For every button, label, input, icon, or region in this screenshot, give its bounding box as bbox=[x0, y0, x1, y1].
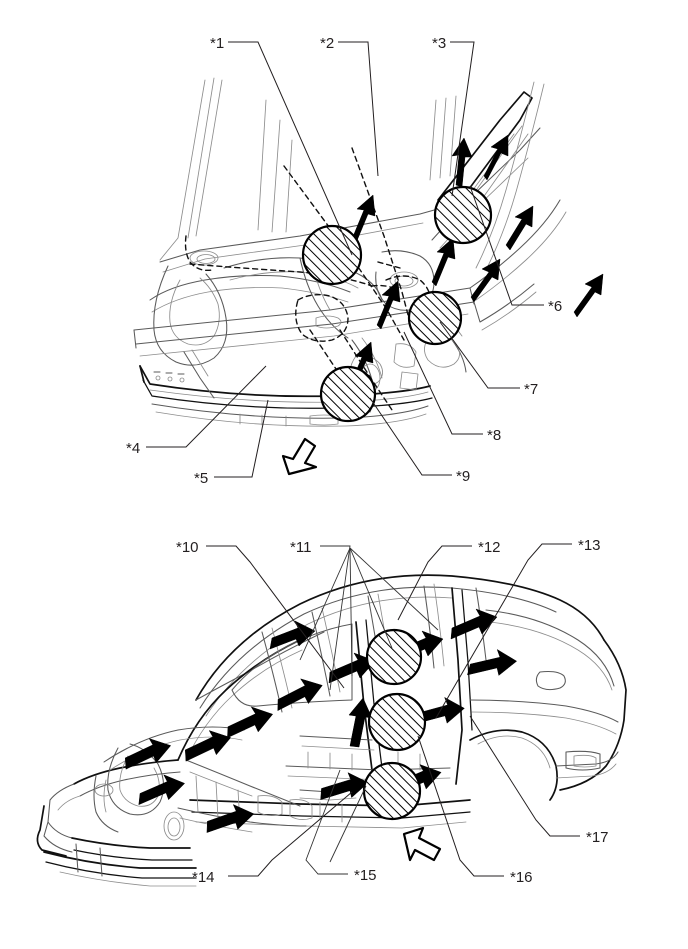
callout-label: *7 bbox=[524, 381, 538, 398]
force-arrow bbox=[348, 697, 373, 748]
hatched-circle bbox=[367, 692, 427, 752]
callout-label: *15 bbox=[354, 867, 377, 884]
hatched-circles-lower bbox=[362, 628, 427, 821]
callout-leaders-upper bbox=[146, 41, 544, 478]
callout-label: *9 bbox=[456, 468, 470, 485]
force-arrow bbox=[227, 706, 273, 739]
front-body-linework bbox=[133, 77, 567, 427]
callout-label: *3 bbox=[432, 35, 446, 52]
force-arrow bbox=[138, 774, 185, 805]
callout-label: *2 bbox=[320, 35, 334, 52]
force-arrow bbox=[431, 237, 456, 287]
callout-label: *4 bbox=[126, 440, 140, 457]
force-arrow bbox=[376, 280, 401, 330]
force-arrow bbox=[505, 205, 534, 251]
callout-label: *16 bbox=[510, 869, 533, 886]
callout-labels-lower: *10 *11 *12 *13 *14 *15 *16 *17 bbox=[176, 537, 609, 886]
hatched-circle bbox=[365, 628, 423, 686]
hatched-circle bbox=[407, 290, 463, 346]
force-arrow bbox=[573, 273, 604, 318]
callout-label: *5 bbox=[194, 470, 208, 487]
callout-label: *10 bbox=[176, 539, 199, 556]
callout-label: *14 bbox=[192, 869, 215, 886]
callout-label: *11 bbox=[290, 539, 311, 556]
front-direction-arrow bbox=[402, 826, 442, 862]
callout-label: *17 bbox=[586, 829, 609, 846]
force-arrow bbox=[277, 678, 323, 711]
force-arrow bbox=[351, 194, 376, 244]
hatched-circle bbox=[433, 185, 493, 245]
hatched-circles-upper bbox=[301, 185, 493, 423]
callout-label: *1 bbox=[210, 35, 224, 52]
callout-label: *12 bbox=[478, 539, 501, 556]
force-arrow bbox=[185, 730, 231, 762]
force-arrow bbox=[467, 649, 517, 676]
callout-label: *6 bbox=[548, 298, 562, 315]
force-arrow bbox=[320, 772, 369, 800]
upper-panel: *1 *2 *3 *4 *5 *6 *7 *8 *9 bbox=[126, 35, 604, 487]
callout-label: *8 bbox=[487, 427, 501, 444]
callout-leaders-lower bbox=[206, 543, 580, 877]
callout-label: *13 bbox=[578, 537, 601, 554]
front-direction-arrow bbox=[281, 437, 318, 476]
hidden-edge-dashed-lines bbox=[184, 147, 431, 411]
force-arrow bbox=[483, 134, 509, 181]
force-arrow bbox=[125, 738, 171, 770]
hatched-circle bbox=[319, 365, 377, 423]
hatched-circle bbox=[362, 761, 422, 821]
lower-panel: *10 *11 *12 *13 *14 *15 *16 *17 bbox=[36, 537, 627, 887]
callout-labels-upper: *1 *2 *3 *4 *5 *6 *7 *8 *9 bbox=[126, 35, 562, 487]
hatched-circle bbox=[301, 224, 363, 286]
force-arrows-upper bbox=[349, 134, 604, 391]
force-arrow bbox=[206, 804, 255, 833]
